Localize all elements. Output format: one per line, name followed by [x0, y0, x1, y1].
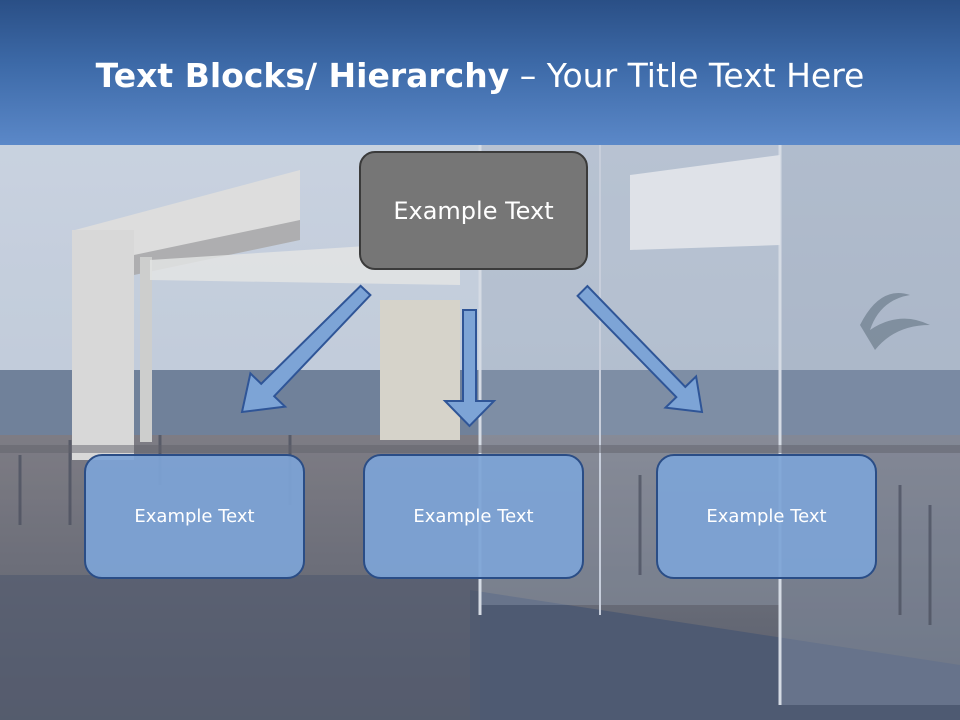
child-node-label: Example Text [134, 506, 255, 527]
slide-title-rest: – Your Title Text Here [509, 56, 865, 95]
root-node: Example Text [359, 151, 588, 270]
arrow-left [240, 284, 372, 414]
arrow-right [576, 284, 704, 414]
root-node-label: Example Text [393, 196, 554, 225]
title-bar [0, 0, 960, 145]
slide-title-bold: Text Blocks/ Hierarchy [95, 56, 510, 95]
child-node-3: Example Text [656, 454, 877, 579]
slide-title: Text Blocks/ Hierarchy – Your Title Text… [0, 54, 960, 98]
background-photo [0, 145, 960, 720]
arrow-middle [442, 309, 497, 428]
child-node-label: Example Text [706, 506, 827, 527]
child-node-1: Example Text [84, 454, 305, 579]
child-node-label: Example Text [413, 506, 534, 527]
child-node-2: Example Text [363, 454, 584, 579]
